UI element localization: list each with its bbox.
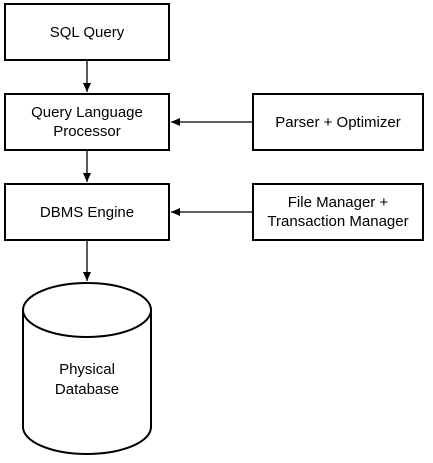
node-sql-query-label: SQL Query (49, 23, 125, 41)
node-parser-optimizer-label: Parser + Optimizer (275, 113, 401, 131)
node-dbms-engine: DBMS Engine (4, 183, 170, 241)
node-sql-query: SQL Query (4, 3, 170, 61)
node-query-language-processor-label: Query Language Processor (31, 104, 143, 140)
node-file-transaction-manager: File Manager + Transaction Manager (252, 183, 424, 241)
node-parser-optimizer: Parser + Optimizer (252, 93, 424, 151)
node-file-transaction-manager-label: File Manager + Transaction Manager (267, 194, 409, 230)
database-cylinder-icon (22, 282, 152, 455)
node-physical-database-label: Physical Database (54, 361, 120, 398)
node-query-language-processor: Query Language Processor (4, 93, 170, 151)
node-dbms-engine-label: DBMS Engine (39, 203, 135, 221)
